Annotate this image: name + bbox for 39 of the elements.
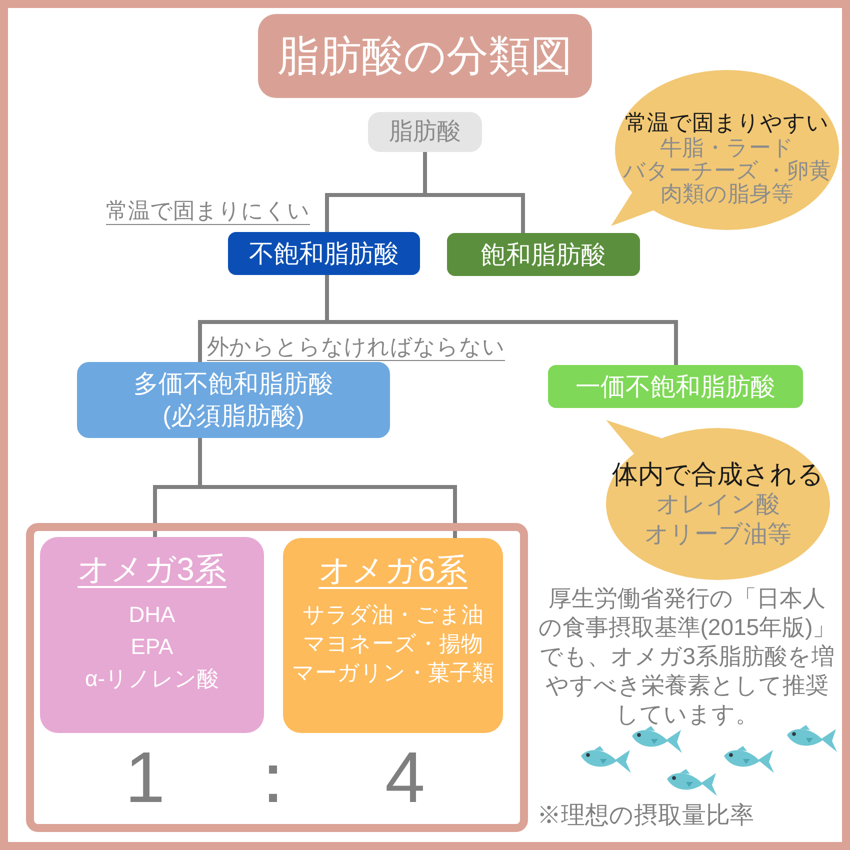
category-card [40,537,264,733]
category-box [548,365,803,408]
bubble-text: オレイン酸 [656,490,780,520]
bubble-text: オリーブ油等 [644,520,792,550]
category-box [447,233,640,276]
category-label: (必須脂肪酸) [162,401,304,432]
category-label: 不飽和脂肪酸 [249,238,399,270]
card-heading: オメガ6系 [318,551,468,590]
category-box [228,232,420,275]
note-text: 厚生労働省発行の「日本人の食事摂取基準(2015年版)」でも、オメガ3系脂肪酸を増やすべき栄養素として推奨しています。 [538,584,836,729]
card-item: DHA [128,601,176,629]
category-box [77,362,390,438]
ratio-text: 1 [124,738,166,818]
card-item: サラダ油・ごま油 [302,601,484,629]
bubble-text: バターチーズ ・卵黄 [622,159,832,182]
ratio-text: ： [236,738,310,818]
card-item: α-リノレン酸 [84,665,220,693]
card-item: マヨネーズ・揚物 [303,630,483,658]
category-label: 一価不飽和脂肪酸 [576,372,776,402]
bubble-text: 牛脂・ラード [660,136,794,159]
card-heading: オメガ3系 [78,550,226,589]
group-frame [26,523,528,832]
category-box [368,112,482,152]
ratio-text: 4 [384,738,426,818]
connector-line [325,275,678,365]
connector-line [198,438,457,538]
bubble-heading: 常温で固まりやすい [625,110,829,136]
annotation-text: 常温で固まりにくい [106,197,311,225]
category-label: 多価不飽和脂肪酸 [134,369,334,400]
category-card [283,538,503,733]
bubble-heading: 体内で合成される [612,458,824,490]
category-label: 飽和脂肪酸 [481,240,606,270]
annotation-text: 外からとらなければならない [207,333,506,361]
category-label: 脂肪酸 [389,117,461,147]
card-item: EPA [130,633,174,661]
card-item: マーガリン・菓子類 [292,659,494,687]
footnote-text: ※理想の摂取量比率 [537,801,754,831]
bubble-text: 肉類の脂身等 [660,182,794,205]
diagram-title: 脂肪酸の分類図 [278,31,572,81]
